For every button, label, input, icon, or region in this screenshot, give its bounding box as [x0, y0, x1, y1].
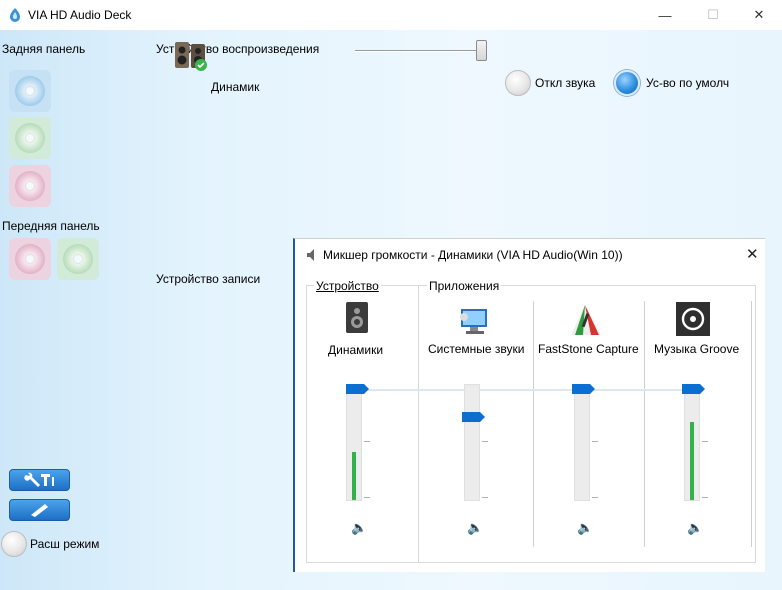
- wrench-tools-icon: [23, 472, 54, 487]
- divider: [644, 301, 645, 547]
- channel-label-speakers: Динамики: [328, 343, 384, 357]
- master-level-line: [356, 389, 696, 391]
- divider: [751, 301, 752, 547]
- window-title: VIA HD Audio Deck: [28, 8, 132, 22]
- speaker-icon: [307, 249, 314, 261]
- front-panel-label: Передняя панель: [2, 219, 100, 233]
- default-device-toggle[interactable]: [614, 70, 640, 96]
- speakers-volume-thumb[interactable]: [346, 384, 369, 394]
- groove-volume-slider[interactable]: [684, 384, 700, 501]
- tick: [702, 441, 708, 442]
- tick: [592, 497, 598, 498]
- channel-label-system-sounds: Системные звуки: [428, 342, 525, 356]
- front-jack-mic[interactable]: [9, 238, 51, 280]
- mixer-title: Микшер громкости - Динамики (VIA HD Audi…: [323, 248, 623, 262]
- minimize-button[interactable]: —: [658, 7, 672, 23]
- tick: [364, 441, 370, 442]
- faststone-icon[interactable]: [569, 303, 603, 337]
- tick: [482, 441, 488, 442]
- faststone-volume-thumb[interactable]: [572, 384, 595, 394]
- groove-level-meter: [690, 422, 694, 500]
- tools-button[interactable]: [9, 469, 70, 491]
- groove-mute-button[interactable]: 🔈: [687, 520, 704, 535]
- system-sounds-mute-button[interactable]: 🔈: [467, 520, 484, 535]
- speakers-volume-slider[interactable]: [346, 384, 362, 501]
- settings-button[interactable]: [9, 499, 70, 521]
- mute-toggle[interactable]: [505, 70, 531, 96]
- tick: [482, 497, 488, 498]
- faststone-mute-button[interactable]: 🔈: [577, 520, 594, 535]
- master-volume-slider[interactable]: [355, 50, 485, 52]
- tick: [592, 441, 598, 442]
- advanced-mode-toggle[interactable]: [1, 531, 27, 557]
- speaker-box-icon[interactable]: [340, 301, 374, 335]
- channel-label-faststone: FastStone Capture: [538, 342, 639, 356]
- recording-device-section-label: Устройство записи: [156, 272, 261, 286]
- mute-label: Откл звука: [535, 76, 596, 90]
- default-device-label: Ус-во по умолч: [646, 76, 730, 90]
- close-button[interactable]: ✕: [753, 7, 765, 22]
- groove-music-icon[interactable]: [676, 302, 710, 336]
- tick: [702, 497, 708, 498]
- rear-jack-line-out[interactable]: [9, 117, 51, 159]
- system-sounds-volume-slider[interactable]: [464, 384, 480, 501]
- groove-volume-thumb[interactable]: [682, 384, 705, 394]
- tick: [364, 497, 370, 498]
- title-bar: VIA HD Audio Deck — ☐ ✕: [0, 0, 782, 30]
- faststone-volume-slider[interactable]: [574, 384, 590, 501]
- rear-jack-mic[interactable]: [9, 165, 51, 207]
- speaker-device-icon[interactable]: [174, 40, 208, 72]
- pen-settings-icon: [30, 504, 48, 517]
- maximize-button[interactable]: ☐: [707, 7, 719, 22]
- front-jack-headphone[interactable]: [57, 238, 99, 280]
- device-group-label: Устройство: [314, 279, 381, 293]
- master-volume-thumb[interactable]: [476, 40, 487, 61]
- applications-group-label: Приложения: [427, 279, 502, 293]
- rear-panel-label: Задняя панель: [2, 42, 86, 56]
- advanced-mode-label: Расш режим: [30, 537, 100, 551]
- rear-jack-line-in[interactable]: [9, 70, 51, 112]
- speakers-mute-button[interactable]: 🔈: [351, 520, 368, 535]
- via-audio-icon: [10, 8, 20, 22]
- system-sounds-volume-thumb[interactable]: [462, 412, 485, 422]
- mixer-close-button[interactable]: ✕: [746, 246, 759, 263]
- speakers-level-meter: [352, 452, 356, 500]
- channel-label-groove: Музыка Groove: [654, 342, 740, 356]
- music-disc-icon: [681, 307, 705, 331]
- system-sounds-icon[interactable]: [458, 303, 492, 337]
- playback-device-name: Динамик: [211, 80, 260, 94]
- divider: [533, 301, 534, 547]
